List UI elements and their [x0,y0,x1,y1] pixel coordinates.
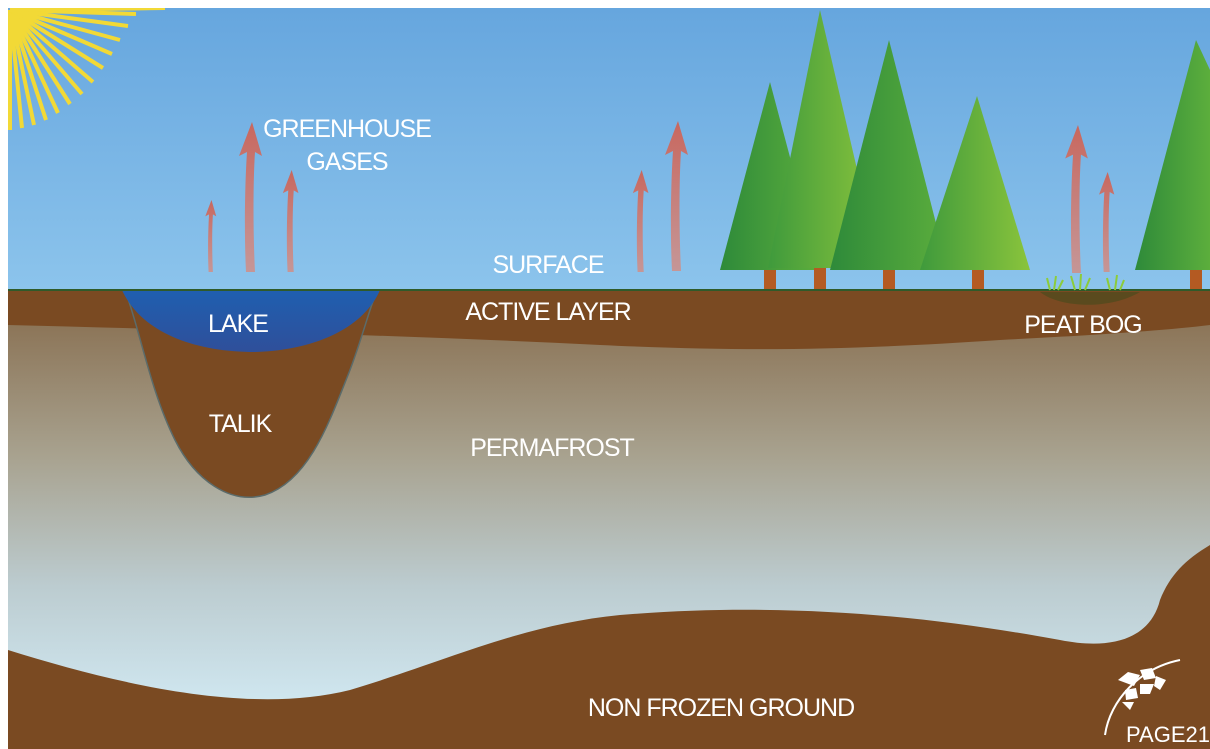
lake-label: LAKE [208,310,268,338]
surface-label: SURFACE [492,251,603,279]
greenhouse-label-line2: GASES [306,148,387,176]
greenhouse-label-line1: GREENHOUSE [263,115,431,143]
page21-logo: PAGE21 [1104,659,1210,747]
sun-icon [8,6,166,130]
forest [720,10,1210,289]
active-layer-label: ACTIVE LAYER [465,298,630,326]
peat-bog [1040,292,1140,305]
talik-label: TALIK [209,410,273,438]
sky [8,8,1210,290]
logo-text: PAGE21 [1126,722,1210,747]
tree-icon [830,40,948,289]
grass-icon [1046,273,1125,291]
lake [122,290,380,352]
logo-arc [1104,659,1181,736]
logo-emblem-icon [1118,668,1166,710]
tree-icon [1135,40,1210,289]
permafrost-label: PERMAFROST [470,434,634,462]
tree-icon [920,96,1030,289]
non-frozen-ground-label: NON FROZEN GROUND [588,694,854,722]
peat-bog-label: PEAT BOG [1024,311,1142,339]
